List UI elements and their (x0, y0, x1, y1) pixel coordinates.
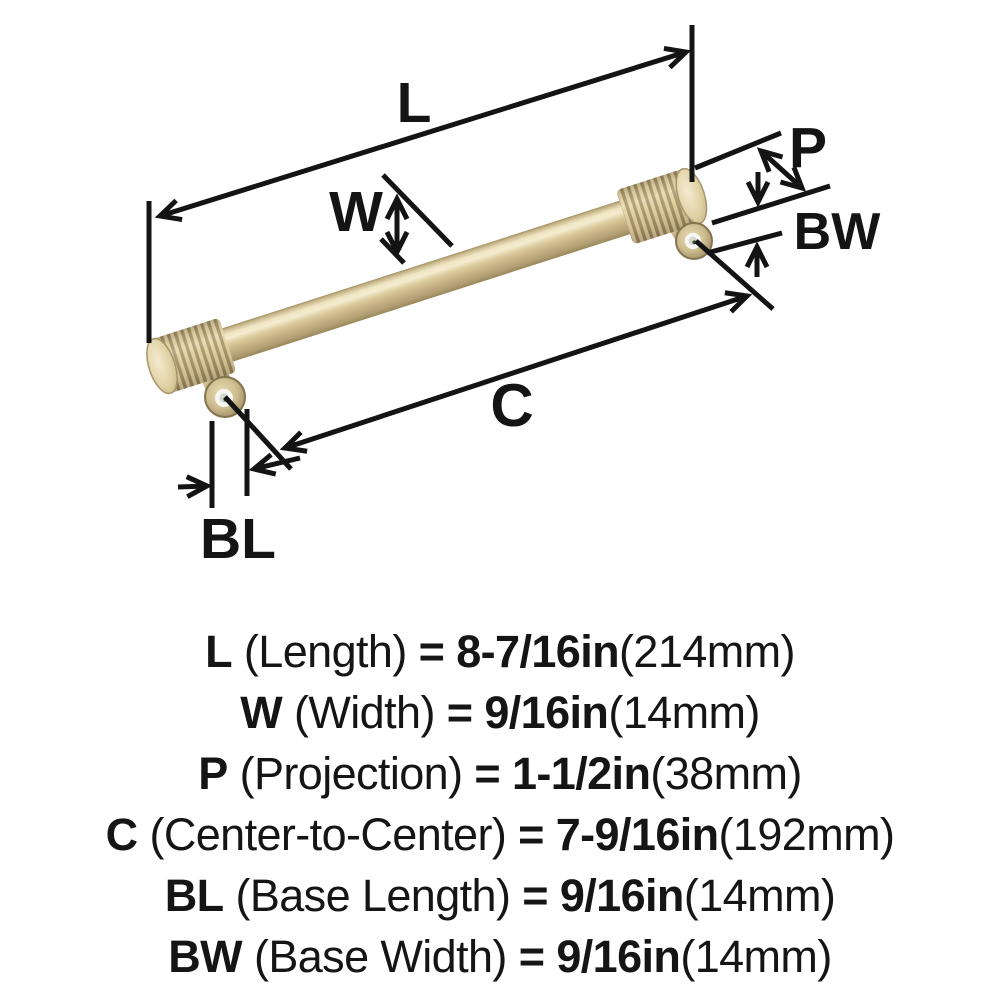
dimension-spec-list: L (Length) = 8-7/16in(214mm) W (Width) =… (0, 621, 1000, 987)
handle-artwork (146, 167, 713, 418)
p-bw-line-mid (711, 183, 831, 226)
spec-line-projection: P (Projection) = 1-1/2in(38mm) (198, 748, 802, 799)
ext-line-C-left (223, 395, 293, 471)
spec-line-base-width: BW (Base Width) = 9/16in(14mm) (168, 931, 832, 982)
bl-arrow-right (177, 474, 213, 499)
dim-line-P (756, 147, 807, 192)
label-W: W (329, 180, 383, 244)
spec-line-length: L (Length) = 8-7/16in(214mm) (205, 626, 795, 677)
label-L: L (397, 71, 432, 135)
dim-line-C (279, 290, 753, 454)
ext-line-C-right (694, 239, 775, 311)
label-C: C (490, 372, 533, 439)
dim-line-L (154, 45, 692, 223)
spec-line-center-to-center: C (Center-to-Center) = 7-9/16in(192mm) (105, 809, 895, 860)
label-BL: BL (200, 507, 276, 571)
w-tick-upper (381, 173, 454, 248)
spec-line-base-length: BL (Base Length) = 9/16in(14mm) (164, 870, 836, 921)
left-cap-face (146, 337, 178, 395)
label-P: P (789, 116, 827, 180)
bl-arrow-left (248, 452, 301, 477)
p-line-top (694, 130, 782, 171)
dimension-lines (146, 25, 831, 508)
handle-diagram-canvas: L W P C BL BW (146, 25, 882, 571)
handle-bar-group (146, 167, 708, 395)
spec-line-width: W (Width) = 9/16in(14mm) (240, 687, 760, 738)
label-BW: BW (794, 203, 882, 261)
bw-line-bottom (706, 230, 783, 256)
w-tick-lower (379, 237, 406, 265)
